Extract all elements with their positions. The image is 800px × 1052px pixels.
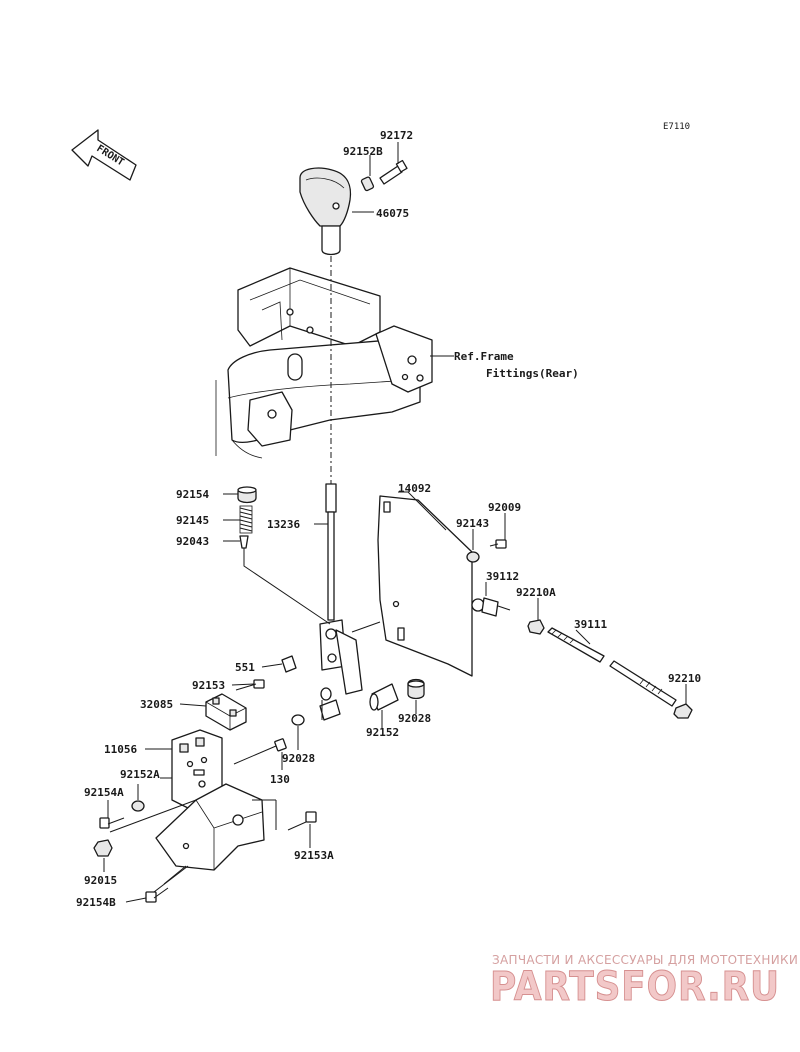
- label-32085: 32085: [140, 698, 173, 711]
- nut-92210-part: [673, 703, 693, 719]
- rod-39111-part: [547, 627, 677, 707]
- watermark-logo: PARTSFOR.RU: [490, 964, 780, 1010]
- rod-end-39112-part: [471, 597, 511, 617]
- bolt-92154B-part: [145, 887, 169, 903]
- nut-92015-part: [93, 839, 113, 857]
- label-92154B: 92154B: [76, 896, 116, 909]
- label-11056: 11056: [104, 743, 137, 756]
- label-92152B: 92152B: [343, 145, 383, 158]
- leader-plate: [351, 621, 381, 633]
- collar-92152B-part: [360, 176, 375, 192]
- label-14092: 14092: [398, 482, 431, 495]
- label-92210: 92210: [668, 672, 701, 685]
- label-39111: 39111: [574, 618, 607, 631]
- label-92153: 92153: [192, 679, 225, 692]
- washer-92028-lower-part: [291, 714, 305, 726]
- ref-note-line2: Fittings(Rear): [486, 367, 579, 380]
- ref-note-line1: Ref.Frame: [454, 350, 514, 363]
- label-92152A: 92152A: [120, 768, 160, 781]
- label-92028-lower: 92028: [282, 752, 315, 765]
- spring-92145-part: [239, 505, 253, 534]
- screw-92009-part: [489, 539, 507, 549]
- bushing-92028-upper-part: [407, 678, 425, 700]
- pin-92043-part: [239, 535, 249, 549]
- shift-knob-part: [299, 167, 352, 256]
- frame-reference: [215, 267, 433, 459]
- watermark-tagline: ЗАПЧАСТИ И АКСЕССУАРЫ ДЛЯ МОТОТЕХНИКИ: [492, 953, 798, 967]
- bolt-130-part: [233, 738, 287, 765]
- label-92145: 92145: [176, 514, 209, 527]
- lower-bracket-part: [155, 780, 265, 871]
- label-92028-upper: 92028: [398, 712, 431, 725]
- leader-pin-to-lever: [243, 548, 331, 625]
- label-92154A: 92154A: [84, 786, 124, 799]
- label-39112: 39112: [486, 570, 519, 583]
- label-92210A: 92210A: [516, 586, 556, 599]
- label-92015: 92015: [84, 874, 117, 887]
- label-92043: 92043: [176, 535, 209, 548]
- collar-92152-part: [369, 683, 399, 711]
- label-92154: 92154: [176, 488, 209, 501]
- bushing-left-part: [319, 687, 341, 721]
- label-92009: 92009: [488, 501, 521, 514]
- bolt-92153-part: [235, 679, 265, 691]
- label-92172: 92172: [380, 129, 413, 142]
- diagram-code: E7110: [663, 122, 690, 132]
- leader-lines: [103, 142, 687, 903]
- bolt-92154A-part: [99, 817, 125, 829]
- bolt-92153A-part: [287, 811, 317, 831]
- label-46075: 46075: [376, 207, 409, 220]
- nut-92210A-part: [527, 619, 545, 635]
- label-130: 130: [270, 773, 290, 786]
- block-32085-part: [205, 693, 247, 731]
- label-92153A: 92153A: [294, 849, 334, 862]
- plate-14092-part: [377, 495, 476, 677]
- label-92143: 92143: [456, 517, 489, 530]
- screw-92172-part: [379, 159, 408, 185]
- shift-lever-part: [319, 483, 363, 695]
- label-551: 551: [235, 661, 255, 674]
- cap-92154-part: [237, 486, 257, 504]
- washer-92143-part: [466, 551, 480, 563]
- label-13236: 13236: [267, 518, 300, 531]
- washer-92152A-part: [131, 800, 145, 812]
- label-92152: 92152: [366, 726, 399, 739]
- front-arrow-icon: FRONT: [71, 129, 137, 181]
- collar-551-part: [281, 655, 297, 673]
